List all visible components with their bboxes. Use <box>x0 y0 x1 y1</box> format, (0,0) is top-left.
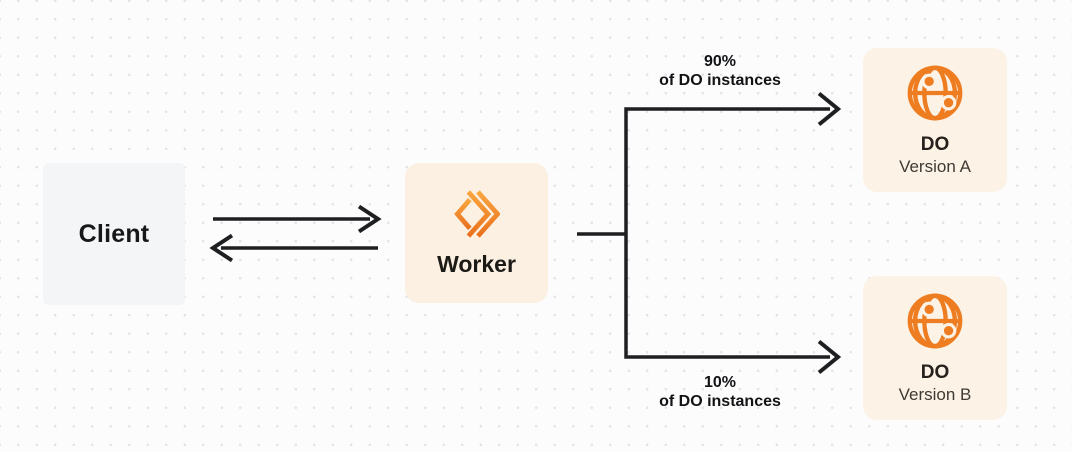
cloudflare-workers-icon <box>453 189 500 238</box>
split-top-percent: 90% <box>703 53 737 70</box>
do-version-b-node: DO Version B <box>863 276 1007 420</box>
arrow-worker-to-client <box>209 233 378 263</box>
split-top-label: 90% of DO instances <box>610 52 830 90</box>
worker-label: Worker <box>437 250 516 277</box>
split-bottom-label: 10% of DO instances <box>610 373 830 411</box>
split-bottom-percent: 10% <box>703 374 737 391</box>
split-connector <box>577 91 842 375</box>
do-version-a-node: DO Version A <box>863 48 1007 192</box>
worker-node: Worker <box>405 163 548 303</box>
do-b-title: DO <box>920 362 950 384</box>
client-label: Client <box>78 219 150 248</box>
client-node: Client <box>43 163 185 305</box>
do-a-title: DO <box>920 134 950 156</box>
durable-object-globe-icon <box>907 65 963 121</box>
do-b-subtitle: Version B <box>898 384 972 404</box>
do-a-subtitle: Version A <box>899 156 971 176</box>
durable-object-globe-icon <box>907 293 963 349</box>
split-top-caption: of DO instances <box>659 72 781 89</box>
split-bottom-caption: of DO instances <box>659 393 781 410</box>
arrow-client-to-worker <box>213 204 382 234</box>
